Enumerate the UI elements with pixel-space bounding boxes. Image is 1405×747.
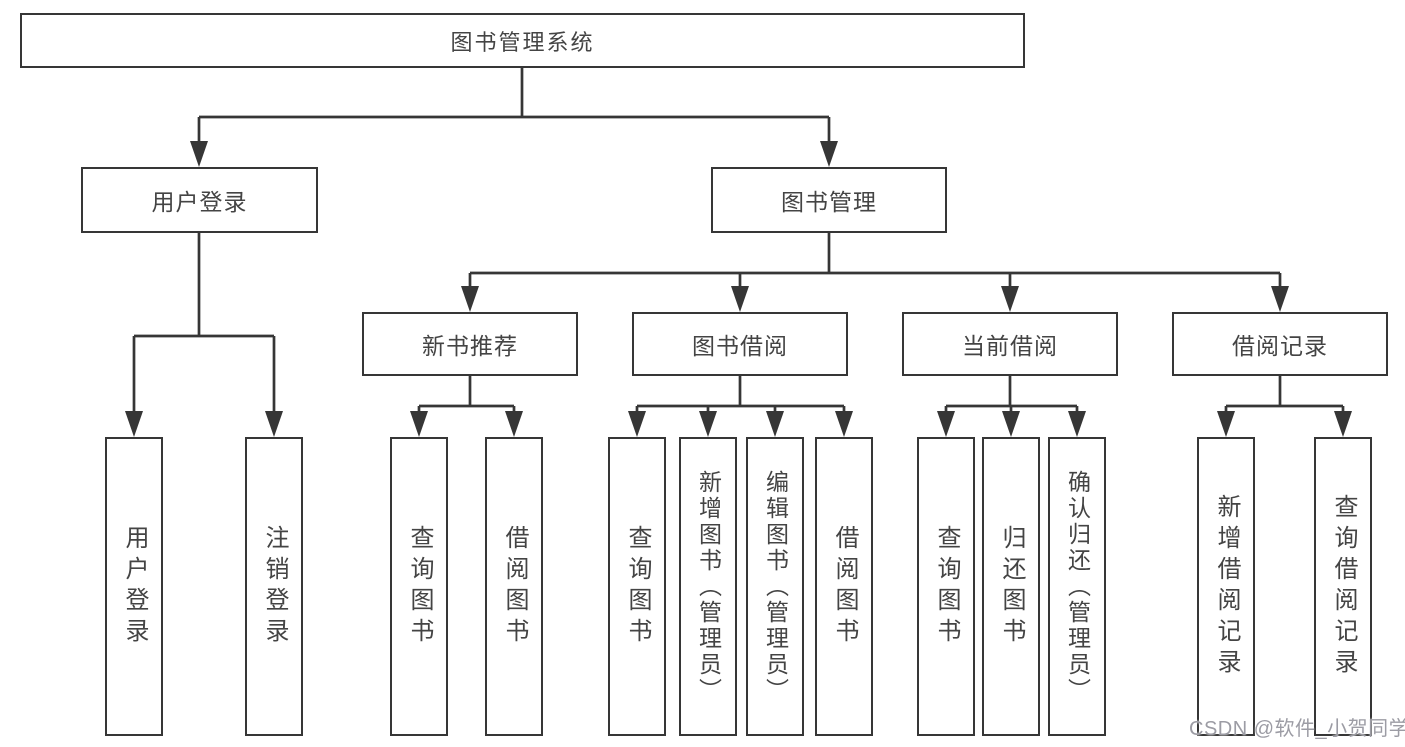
node-label: 新书推荐 [422,333,518,359]
leaf-current-query-books: 查询图书 [917,437,975,736]
node-label: 用户登录 [151,189,248,215]
leaf-confirm-return-admin: 确认归还（管理员） [1048,437,1106,736]
leaf-user-login: 用户登录 [105,437,163,736]
node-label: 归还图书 [998,524,1025,649]
leaf-add-borrow-record: 新增借阅记录 [1197,437,1255,736]
csdn-watermark: CSDN @软件_小贺同学 [1189,718,1405,740]
node-label: 借阅图书 [501,524,528,649]
leaf-logout: 注销登录 [245,437,303,736]
node-label: 图书管理系统 [450,29,595,55]
node-borrow-records: 借阅记录 [1172,312,1388,376]
node-label: 用户登录 [121,524,148,649]
node-label: 确认归还（管理员） [1064,469,1091,704]
node-book-borrow: 图书借阅 [632,312,848,376]
node-book-management: 图书管理 [711,167,947,233]
node-label: 查询图书 [624,524,651,649]
node-label: 编辑图书（管理员） [762,469,789,704]
node-library-management-system: 图书管理系统 [20,13,1025,68]
leaf-recommend-borrow-books: 借阅图书 [485,437,543,736]
node-label: 当前借阅 [962,333,1058,359]
node-label: 查询借阅记录 [1330,493,1357,680]
node-label: 查询图书 [406,524,433,649]
node-label: 图书管理 [781,189,877,215]
leaf-edit-books-admin: 编辑图书（管理员） [746,437,804,736]
leaf-add-books-admin: 新增图书（管理员） [679,437,737,736]
arrowheads [125,141,1352,437]
node-label: 图书借阅 [692,333,788,359]
node-new-book-recommend: 新书推荐 [362,312,578,376]
node-label: 借阅图书 [831,524,858,649]
leaf-return-books: 归还图书 [982,437,1040,736]
leaf-borrow-books: 借阅图书 [815,437,873,736]
node-label: 查询图书 [933,524,960,649]
node-label: 注销登录 [261,524,288,649]
node-label: 新增借阅记录 [1213,493,1240,680]
node-user-login: 用户登录 [81,167,318,233]
leaf-borrow-query-books: 查询图书 [608,437,666,736]
node-label: 新增图书（管理员） [695,469,722,704]
node-current-borrow: 当前借阅 [902,312,1118,376]
node-label: 借阅记录 [1232,333,1328,359]
leaf-query-borrow-record: 查询借阅记录 [1314,437,1372,736]
leaf-recommend-query-books: 查询图书 [390,437,448,736]
